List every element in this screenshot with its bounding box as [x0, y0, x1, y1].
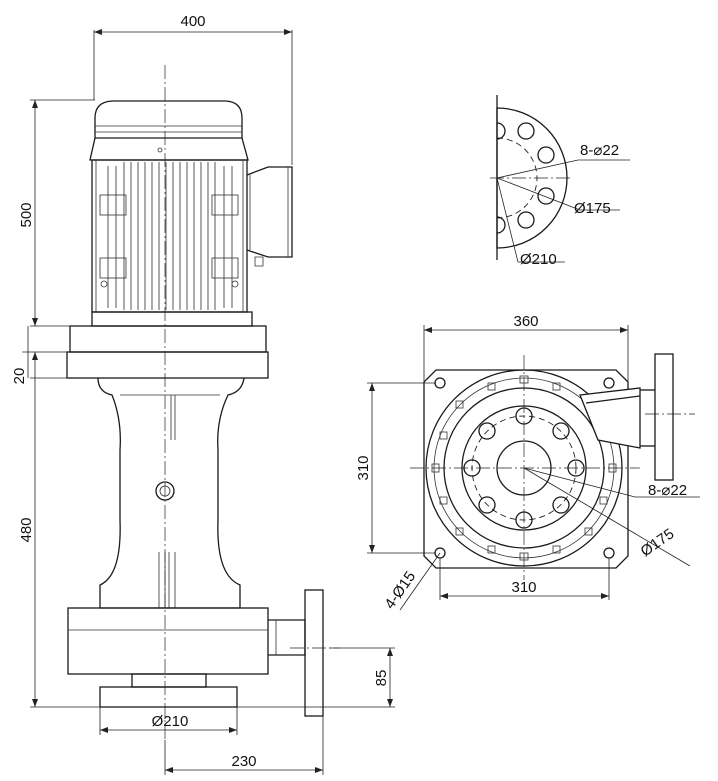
- top-bolt-circle-label: Ø175: [574, 200, 611, 217]
- top-bolt-holes-label: 8-⌀22: [580, 142, 619, 159]
- terminal-box: [246, 166, 293, 258]
- motor-cooling-fins: [99, 162, 239, 310]
- flange-half-outline: [496, 107, 568, 249]
- base-diameter-label: Ø210: [152, 713, 189, 730]
- mounting-flange: [69, 325, 267, 353]
- motor-adapter: [91, 311, 253, 327]
- plan-view: [410, 353, 695, 580]
- discharge-flange: [304, 589, 324, 717]
- plan-width-label: 360: [513, 313, 538, 330]
- base-foot: [99, 686, 238, 708]
- plan-depth-label: 310: [355, 455, 372, 480]
- outlet-offset-label: 230: [231, 753, 256, 770]
- outlet-height-label: 85: [373, 670, 390, 687]
- plan-outlet-flange: [654, 353, 674, 481]
- flange-detail-view: 8-⌀22 Ø175 Ø210: [490, 95, 630, 268]
- front-dimensions: 400 500 20 480 Ø210 230 85: [11, 13, 395, 775]
- base-plate: [423, 369, 629, 569]
- motor-cap: [94, 100, 243, 139]
- front-elevation: [66, 65, 340, 740]
- volute-outlet: [579, 387, 641, 449]
- pump-casing: [67, 607, 269, 675]
- plan-bolt-spacing-label: 310: [511, 579, 536, 596]
- plan-bolt-holes-label: 8-⌀22: [648, 482, 687, 499]
- mount-hole: [434, 377, 446, 389]
- mount-hole: [603, 377, 615, 389]
- flange-thickness-label: 20: [11, 368, 28, 385]
- top-flange-diameter-label: Ø210: [520, 251, 557, 268]
- mount-hole: [603, 547, 615, 559]
- pump-height-label: 480: [18, 517, 35, 542]
- overall-width-label: 400: [180, 13, 205, 30]
- motor-height-label: 500: [18, 202, 35, 227]
